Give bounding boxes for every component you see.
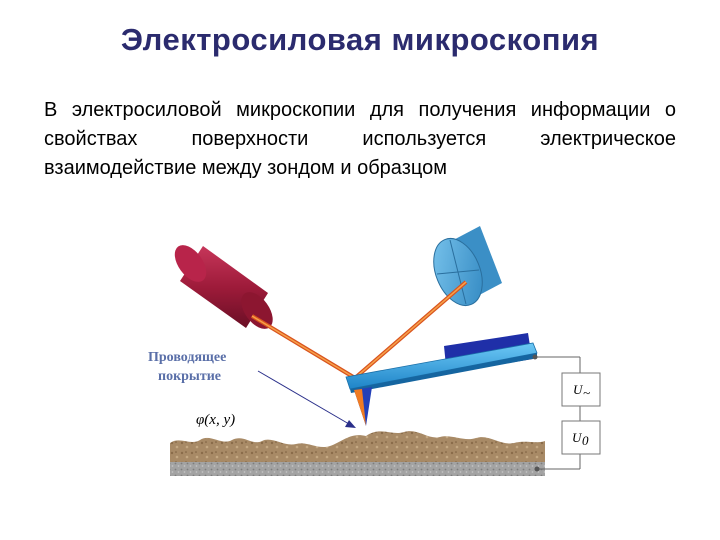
slide-title: Электросиловая микроскопия <box>120 22 600 57</box>
ac-source-label: U <box>573 382 584 397</box>
laser-source <box>174 245 273 329</box>
coating-arrow <box>257 370 356 428</box>
dc-source-sub: 0 <box>582 433 589 448</box>
probe-tip <box>354 387 372 426</box>
photodiode-detector <box>433 226 502 306</box>
contact-dot <box>532 354 538 360</box>
coating-label-line1: Проводящее <box>148 350 226 365</box>
slide-body-text: В электросиловой микроскопии для получен… <box>44 99 676 179</box>
dc-source-box <box>561 420 601 455</box>
ground-dot <box>534 466 540 472</box>
laser-beam <box>250 280 468 380</box>
dc-source-label: U <box>572 430 583 445</box>
ac-source-sub: ~ <box>583 385 590 400</box>
ac-source-box <box>561 372 601 407</box>
sample-surface <box>170 431 545 462</box>
cantilever <box>345 342 538 393</box>
substrate <box>170 462 545 476</box>
coating-label-line2: покрытие <box>158 369 221 384</box>
bias-circuit <box>535 356 581 470</box>
potential-label: φ(x, y) <box>196 412 235 428</box>
